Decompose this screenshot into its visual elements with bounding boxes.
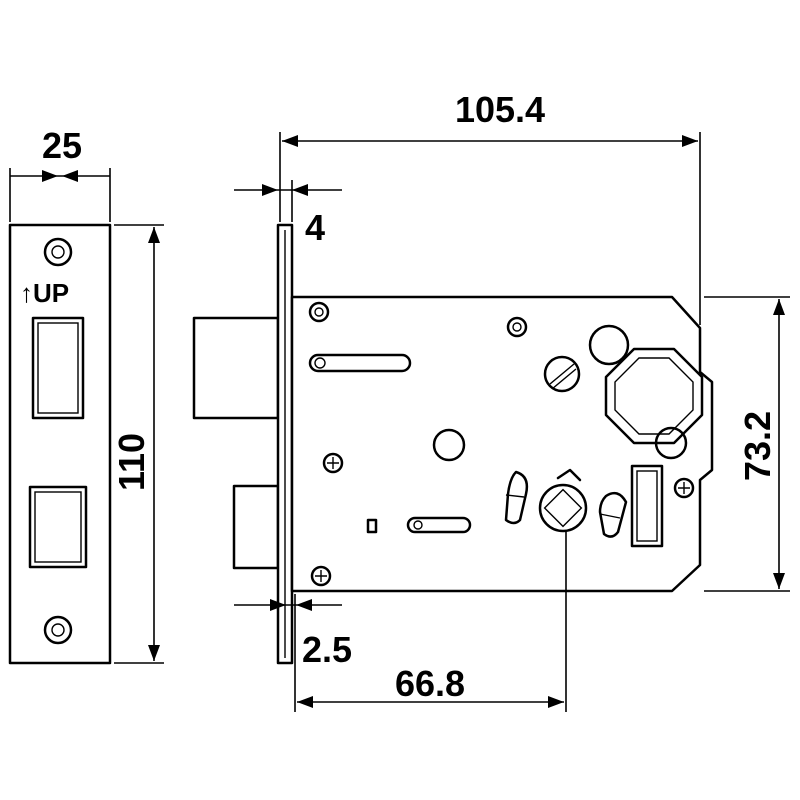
case-screw-middle-left — [322, 452, 344, 474]
latch-opening — [31, 316, 85, 420]
follower-roller — [654, 426, 688, 460]
dimension-backset: 66.8 — [294, 530, 567, 712]
label-case-thickness: 2.5 — [302, 629, 352, 670]
follower-pin — [588, 324, 630, 366]
lever-tab-left — [504, 470, 529, 525]
lock-side-view — [192, 223, 714, 665]
case-screw-top-left — [308, 301, 330, 323]
deadbolt-opening — [28, 485, 88, 569]
dimension-case-height: 73.2 — [704, 296, 790, 592]
label-overall-length: 105.4 — [455, 89, 545, 130]
label-forend-thickness: 4 — [305, 207, 325, 248]
dimension-forend-thickness: 4 — [234, 180, 342, 248]
faceplate-bottom-screw — [43, 615, 73, 645]
case-screw-top — [506, 316, 528, 338]
label-backset: 66.8 — [395, 663, 465, 704]
case-screw-bottom-left — [310, 565, 332, 587]
up-marking: ↑UP — [20, 278, 69, 308]
detent-block — [630, 464, 664, 548]
case-marker — [366, 518, 378, 534]
label-faceplate-height: 110 — [111, 433, 152, 491]
latch-bolt — [192, 316, 280, 420]
lever-tab-right — [598, 491, 628, 538]
spindle-screw — [543, 355, 581, 393]
faceplate-front-view: ↑UP — [8, 223, 112, 665]
deadbolt — [232, 484, 280, 570]
deadbolt-slot — [406, 516, 472, 534]
square-follower — [604, 347, 704, 445]
cylinder-cam — [538, 468, 588, 533]
dimension-faceplate-height: 110 — [111, 224, 164, 664]
dimension-faceplate-width: 25 — [9, 125, 111, 222]
latch-slot — [308, 353, 412, 373]
faceplate-top-screw — [43, 237, 73, 267]
centre-hub — [432, 428, 466, 462]
label-faceplate-width: 25 — [42, 125, 82, 166]
label-case-height: 73.2 — [737, 411, 778, 481]
faceplate-outline — [8, 223, 112, 665]
dimension-case-thickness: 2.5 — [234, 599, 352, 670]
dimension-overall-length: 105.4 — [279, 89, 701, 325]
case-screw-right — [673, 477, 695, 499]
